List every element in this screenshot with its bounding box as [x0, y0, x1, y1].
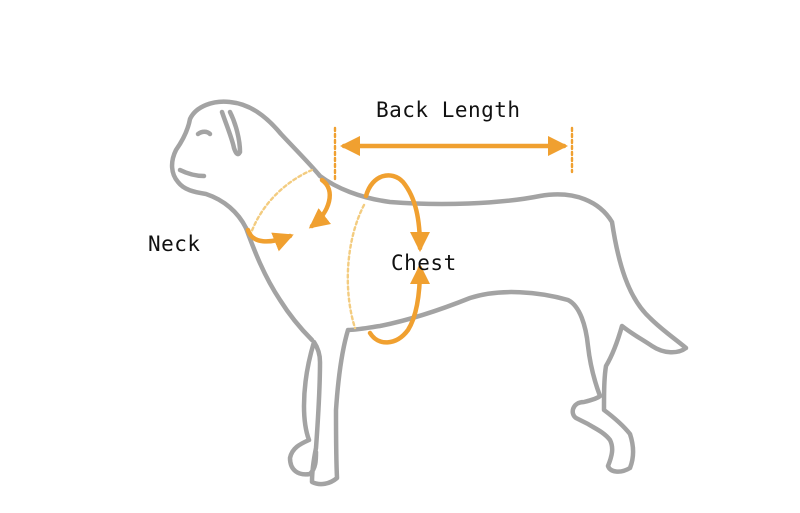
chest-arrow-lower [367, 263, 431, 345]
chest-label: Chest [391, 251, 457, 275]
measure-arrows [245, 135, 569, 345]
neck-label: Neck [148, 232, 201, 256]
dog-chest-line [243, 225, 315, 343]
chest-arrow-upper [363, 173, 431, 253]
neck-guide-dashed [248, 168, 314, 238]
measure-guides [248, 126, 574, 330]
dog-eye [195, 129, 213, 137]
dog-mouth [177, 167, 207, 179]
neck-arrow-lower [245, 227, 294, 252]
back-length-label: Back Length [376, 98, 521, 122]
neck-arrow-upper [308, 177, 332, 229]
dog-outline [169, 99, 689, 487]
dog-body-outline [169, 99, 689, 487]
dog-ear [219, 109, 243, 157]
chest-guide-dashed [346, 203, 366, 330]
